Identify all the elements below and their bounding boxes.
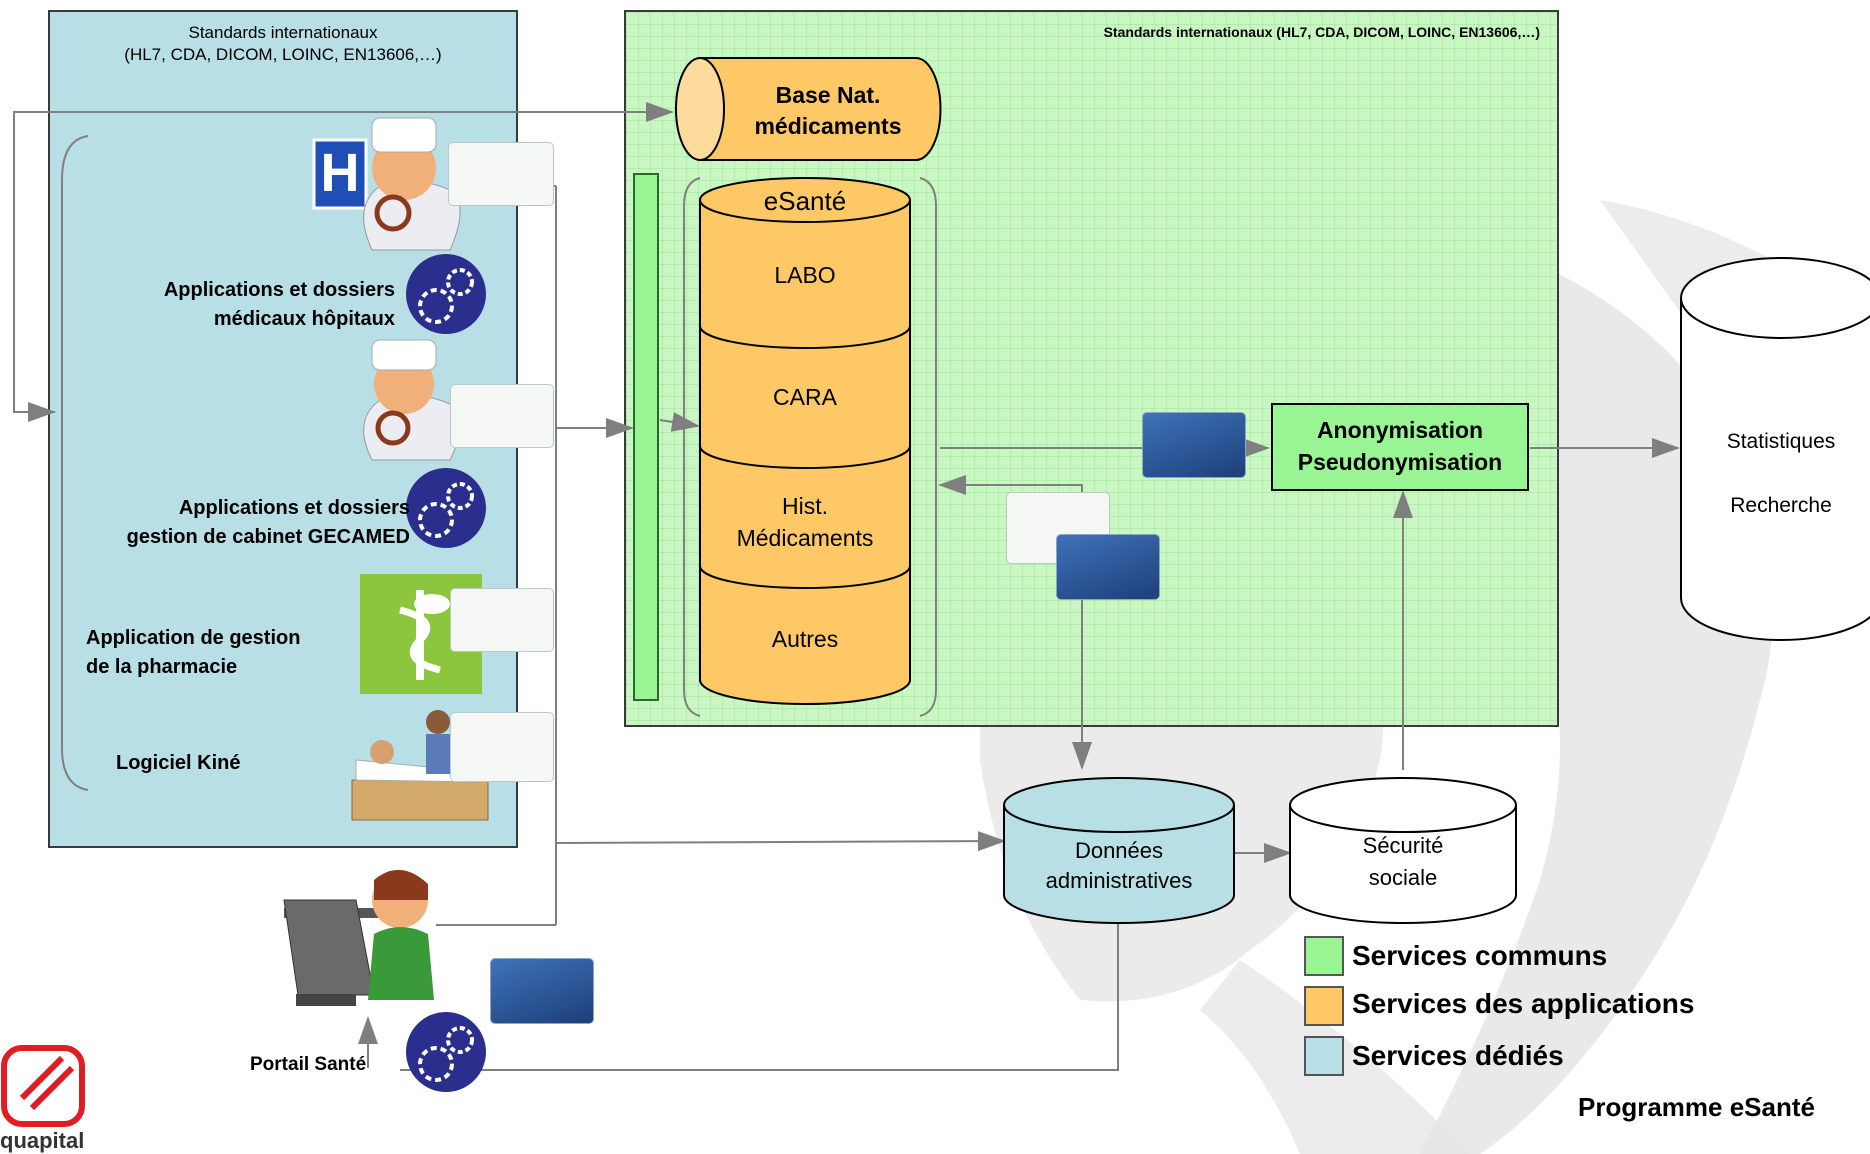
left-panel-header: Standards internationaux (HL7, CDA, DICO… (124, 23, 442, 64)
esante-bracket-right (919, 177, 937, 717)
securite-cylinder (1289, 777, 1517, 924)
gear-icon-2 (406, 468, 486, 548)
esante-segment-cara: CARA (773, 384, 837, 410)
esante-bracket-left (683, 177, 701, 717)
gear-icon-3 (406, 1012, 486, 1092)
legend-label-dedies: Services dédiés (1352, 1040, 1564, 1071)
health-card-2 (1056, 534, 1160, 600)
doctor-icon-2 (363, 339, 461, 461)
connector-to-donnees (555, 831, 1006, 852)
legend-label-applications: Services des applications (1352, 988, 1695, 1019)
securite-label: Sécurité sociale (1362, 833, 1444, 890)
legend-swatch-communs (1304, 936, 1344, 976)
kine-icon (351, 710, 489, 821)
footer-title: Programme eSanté (1578, 1092, 1815, 1122)
hospital-sign (312, 138, 368, 210)
portail-label: Portail Santé (250, 1054, 367, 1075)
app-label-gecamed: Applications et dossiers gestion de cabi… (126, 497, 410, 548)
doctor-icon-1 (363, 117, 461, 251)
quapital-logo (1, 1045, 85, 1127)
statistiques-cylinder (1680, 257, 1870, 641)
esante-segment-hist: Hist. Médicaments (736, 493, 874, 551)
health-card-1 (1142, 412, 1246, 478)
app-label-hopitaux: Applications et dossiers médicaux hôpita… (163, 279, 395, 330)
anonymisation-box (1271, 403, 1529, 491)
esante-cylinder (699, 177, 911, 705)
base-nat-cylinder (675, 57, 942, 161)
left-bracket (61, 135, 89, 791)
esante-segment-autres: Autres (771, 626, 839, 652)
computer-user-icon (283, 869, 434, 1006)
app-label-pharmacie: Application de gestion de la pharmacie (86, 627, 301, 678)
donnees-cylinder (1003, 777, 1235, 924)
donnees-label: Données administratives (1045, 838, 1193, 893)
esante-segment-labo: LABO (774, 262, 836, 288)
doc-card-4 (450, 712, 554, 782)
connector-donnees-to-portail (400, 912, 1119, 1071)
doc-card-2 (450, 384, 554, 448)
base-nat-label: Base Nat. médicaments (754, 82, 902, 139)
legend-swatch-dedies (1304, 1036, 1344, 1076)
esante-title: eSanté (763, 186, 847, 216)
legend-swatch-applications (1304, 986, 1344, 1026)
hospital-letter: H (320, 143, 360, 203)
gear-icon-1 (406, 254, 486, 334)
logo-text: quapital (0, 1128, 85, 1153)
anonymisation-label: Anonymisation Pseudonymisation (1297, 417, 1503, 475)
app-label-kine: Logiciel Kiné (116, 752, 241, 774)
recherche-label: Recherche (1730, 494, 1832, 517)
green-panel-header: Standards internationaux (HL7, CDA, DICO… (1103, 24, 1540, 40)
health-card-3 (490, 958, 594, 1024)
common-services-bar (633, 173, 659, 701)
legend-label-communs: Services communs (1352, 940, 1608, 971)
connector-bar-to-esante (659, 412, 700, 432)
doc-card-3 (450, 588, 554, 652)
statistiques-label: Statistiques (1726, 430, 1836, 453)
doc-card-1 (448, 142, 554, 206)
